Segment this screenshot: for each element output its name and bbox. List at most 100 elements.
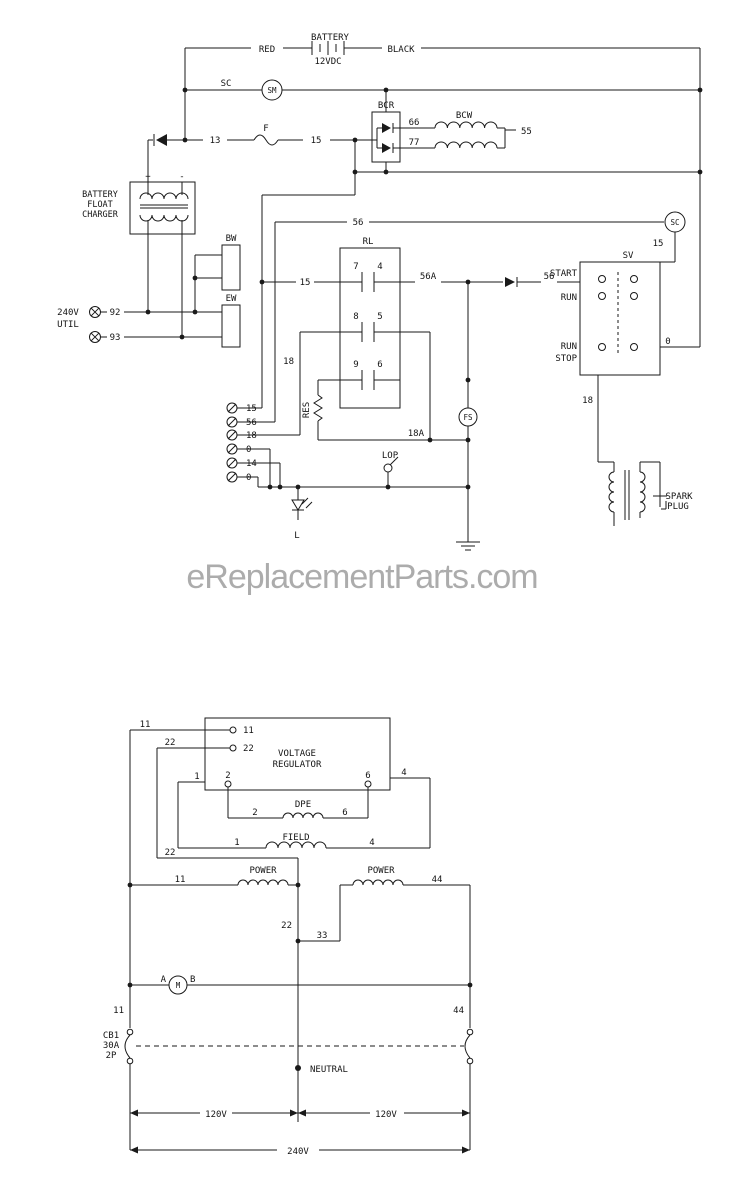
dimension-arrows-icon: [130, 1109, 470, 1154]
relay-wire-18: 18: [283, 357, 294, 367]
lop-label: LOP: [382, 451, 399, 461]
terminal-label-56: 56: [246, 418, 257, 428]
battery-red-label: RED: [259, 45, 275, 55]
bcw-label: BCW: [456, 111, 473, 121]
battery-voltage: 12VDC: [314, 57, 341, 67]
cb-label-2: 30A: [103, 1041, 120, 1051]
resistor-icon: [313, 394, 323, 422]
switch-contacts-icon: [598, 275, 638, 351]
relay-9: 9: [353, 360, 358, 370]
wire-label-15: 15: [311, 136, 322, 146]
battery-title: BATTERY: [311, 33, 350, 43]
dpe-2: 2: [252, 808, 257, 818]
junction-dots-bottom: [127, 882, 473, 988]
bw-label: BW: [226, 234, 237, 244]
terminal-strip: [226, 402, 238, 483]
wire-label-22: 22: [281, 921, 292, 931]
battery-charger-box: [129, 181, 196, 235]
power1-11: 11: [175, 875, 186, 885]
util-92: 92: [110, 308, 121, 318]
charger-label-2: FLOAT: [87, 200, 113, 210]
util-label-2: UTIL: [57, 320, 79, 330]
switch-label: SV: [623, 251, 634, 261]
wire-label-18a: 18A: [408, 429, 425, 439]
relay-8: 8: [353, 312, 358, 322]
charge-diode-icon: [153, 134, 167, 146]
dim-240v: 240V: [287, 1147, 309, 1157]
sv-wire-56: 56: [544, 272, 555, 282]
vr-terminal-6: 6: [365, 771, 370, 781]
bcr-diodes-icon: [372, 123, 400, 153]
relay-4: 4: [377, 262, 382, 272]
util-terminal-93-icon: [89, 331, 101, 343]
relay-5: 5: [377, 312, 382, 322]
sv-run-label: RUN: [561, 293, 577, 303]
power-coil-2-icon: [352, 879, 404, 886]
vr-terminal-22: 22: [243, 744, 254, 754]
field-wire-22: 22: [165, 848, 176, 858]
resistor-label: RES: [302, 402, 312, 418]
field-label: FIELD: [282, 833, 309, 843]
charger-plus: +: [145, 172, 151, 182]
power-coil-1-icon: [237, 879, 289, 886]
terminal-label-0a: 0: [246, 445, 251, 455]
sv-start-label: START: [550, 269, 578, 279]
vr-terminal-2: 2: [225, 771, 230, 781]
ammeter-label: M: [176, 981, 181, 990]
vr-terminals-icon: [224, 726, 372, 788]
spark-label-2: PLUG: [667, 502, 689, 512]
fs-label: FS: [463, 413, 473, 422]
wire-label-56a: 56A: [420, 272, 437, 282]
wire-label-18-sv: 18: [582, 396, 593, 406]
voltage-regulator-box: [204, 717, 391, 791]
wire-label-13: 13: [210, 136, 221, 146]
relay-wire-15: 15: [300, 278, 311, 288]
starter-motor-label: SM: [267, 86, 277, 95]
wires-bottom: [129, 729, 471, 1151]
wire-label-0: 0: [665, 337, 670, 347]
util-terminal-92-icon: [89, 306, 101, 318]
dpe-label: DPE: [295, 800, 311, 810]
sc-circle-icon: [664, 211, 686, 233]
power2-44: 44: [432, 875, 443, 885]
ew-label: EW: [226, 294, 237, 304]
battery-black-label: BLACK: [387, 45, 415, 55]
watermark: eReplacementParts.com: [186, 558, 537, 596]
bcr-label: BCR: [378, 101, 395, 111]
vr-wire-4: 4: [401, 768, 406, 778]
cb-wire-44: 44: [453, 1006, 464, 1016]
ground-icon: [456, 541, 480, 551]
relay-label: RL: [363, 237, 374, 247]
charger-label-3: CHARGER: [82, 210, 119, 220]
lop-switch-icon: [383, 456, 399, 473]
ammeter-b: B: [190, 975, 195, 985]
util-93: 93: [110, 333, 121, 343]
terminal-label-0b: 0: [246, 473, 251, 483]
bw-box: [221, 244, 241, 291]
terminal-label-14: 14: [246, 459, 257, 469]
charger-label-1: BATTERY: [82, 190, 118, 200]
bcr-terminal-77: 77: [409, 138, 420, 148]
vr-terminal-11: 11: [243, 726, 254, 736]
junction-dots-top: [145, 87, 703, 490]
power2-label: POWER: [367, 866, 395, 876]
spark-label-1: SPARK: [665, 492, 693, 502]
sv-stop-label: STOP: [555, 354, 577, 364]
ignition-coil-icon: [608, 470, 646, 520]
cb-label-3: 2P: [106, 1051, 117, 1061]
vr-wire-1: 1: [194, 772, 199, 782]
vr-label-2: REGULATOR: [273, 760, 322, 770]
dim-120v-left: 120V: [205, 1110, 227, 1120]
field-4: 4: [369, 838, 374, 848]
dpe-coil-icon: [282, 812, 324, 819]
ew-box: [221, 304, 241, 348]
charger-transformer-icon: [139, 182, 189, 234]
starter-motor-icon: [261, 79, 283, 101]
fs-circle-icon: [458, 407, 478, 427]
sc-wire-15: 15: [653, 239, 664, 249]
spark-plug-icon: [653, 495, 667, 510]
wire-label-56-top: 56: [353, 218, 364, 228]
terminal-label-18: 18: [246, 431, 257, 441]
